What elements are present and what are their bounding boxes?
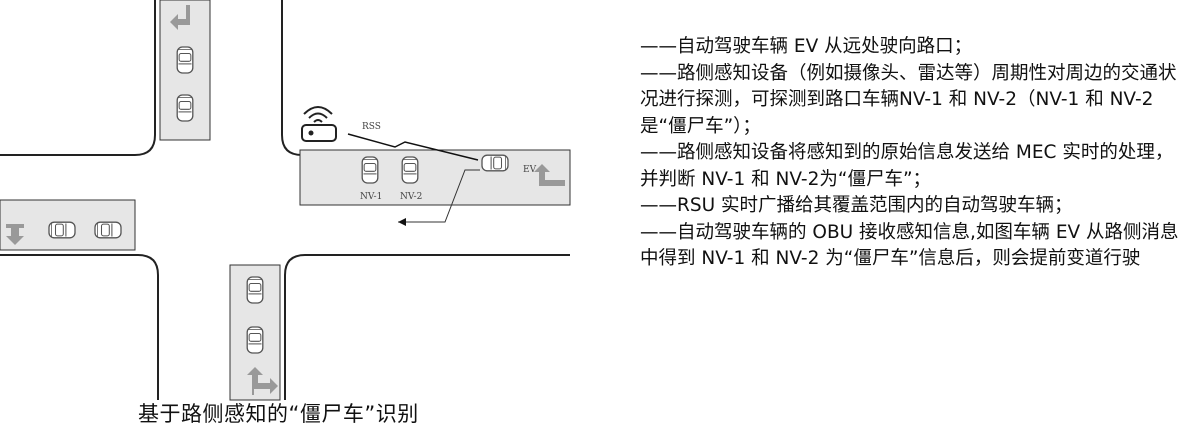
description: ——自动驾驶车辆 EV 从远处驶向路口； ——路侧感知设备（例如摄像头、雷达等）…	[640, 34, 1180, 273]
vehicle-nv1	[361, 156, 379, 184]
vehicle-top-2	[176, 94, 194, 122]
wireless-link	[347, 133, 479, 161]
intersection-diagram: RSS EV NV-1 NV-2	[0, 0, 571, 401]
lane-change-arrow	[398, 169, 480, 223]
rsu-icon	[301, 106, 337, 142]
description-line: ——自动驾驶车辆 EV 从远处驶向路口；	[640, 36, 973, 57]
description-line: ——路侧感知设备（例如摄像头、雷达等）周期性对周边的交通状况进行探测，可探测到路…	[640, 62, 1177, 137]
vehicle-bottom-1	[246, 276, 264, 304]
vehicle-top-1	[176, 46, 194, 74]
vehicle-left-2	[94, 221, 122, 239]
description-line: ——路侧感知设备将感知到的原始信息发送给 MEC 实时的处理，并判断 NV-1 …	[640, 142, 1174, 190]
nv2-label: NV-2	[400, 192, 422, 202]
vehicle-ev	[481, 154, 509, 172]
vehicle-nv2	[401, 156, 419, 184]
description-line: ——自动驾驶车辆的 OBU 接收感知信息,如图车辆 EV 从路侧消息中得到 NV…	[640, 221, 1179, 270]
lane-arrows	[6, 5, 565, 395]
vehicle-bottom-2	[246, 326, 264, 354]
description-line: ——RSU 实时广播给其覆盖范围内的自动驾驶车辆；	[640, 195, 1073, 216]
nv1-label: NV-1	[360, 192, 382, 202]
lane-change-arrowhead	[398, 218, 406, 226]
diagram-caption: 基于路侧感知的“僵尸车”识别	[138, 402, 419, 426]
rsu-label: RSS	[362, 122, 381, 132]
vehicle-left-1	[48, 221, 76, 239]
ev-label: EV	[523, 165, 537, 175]
